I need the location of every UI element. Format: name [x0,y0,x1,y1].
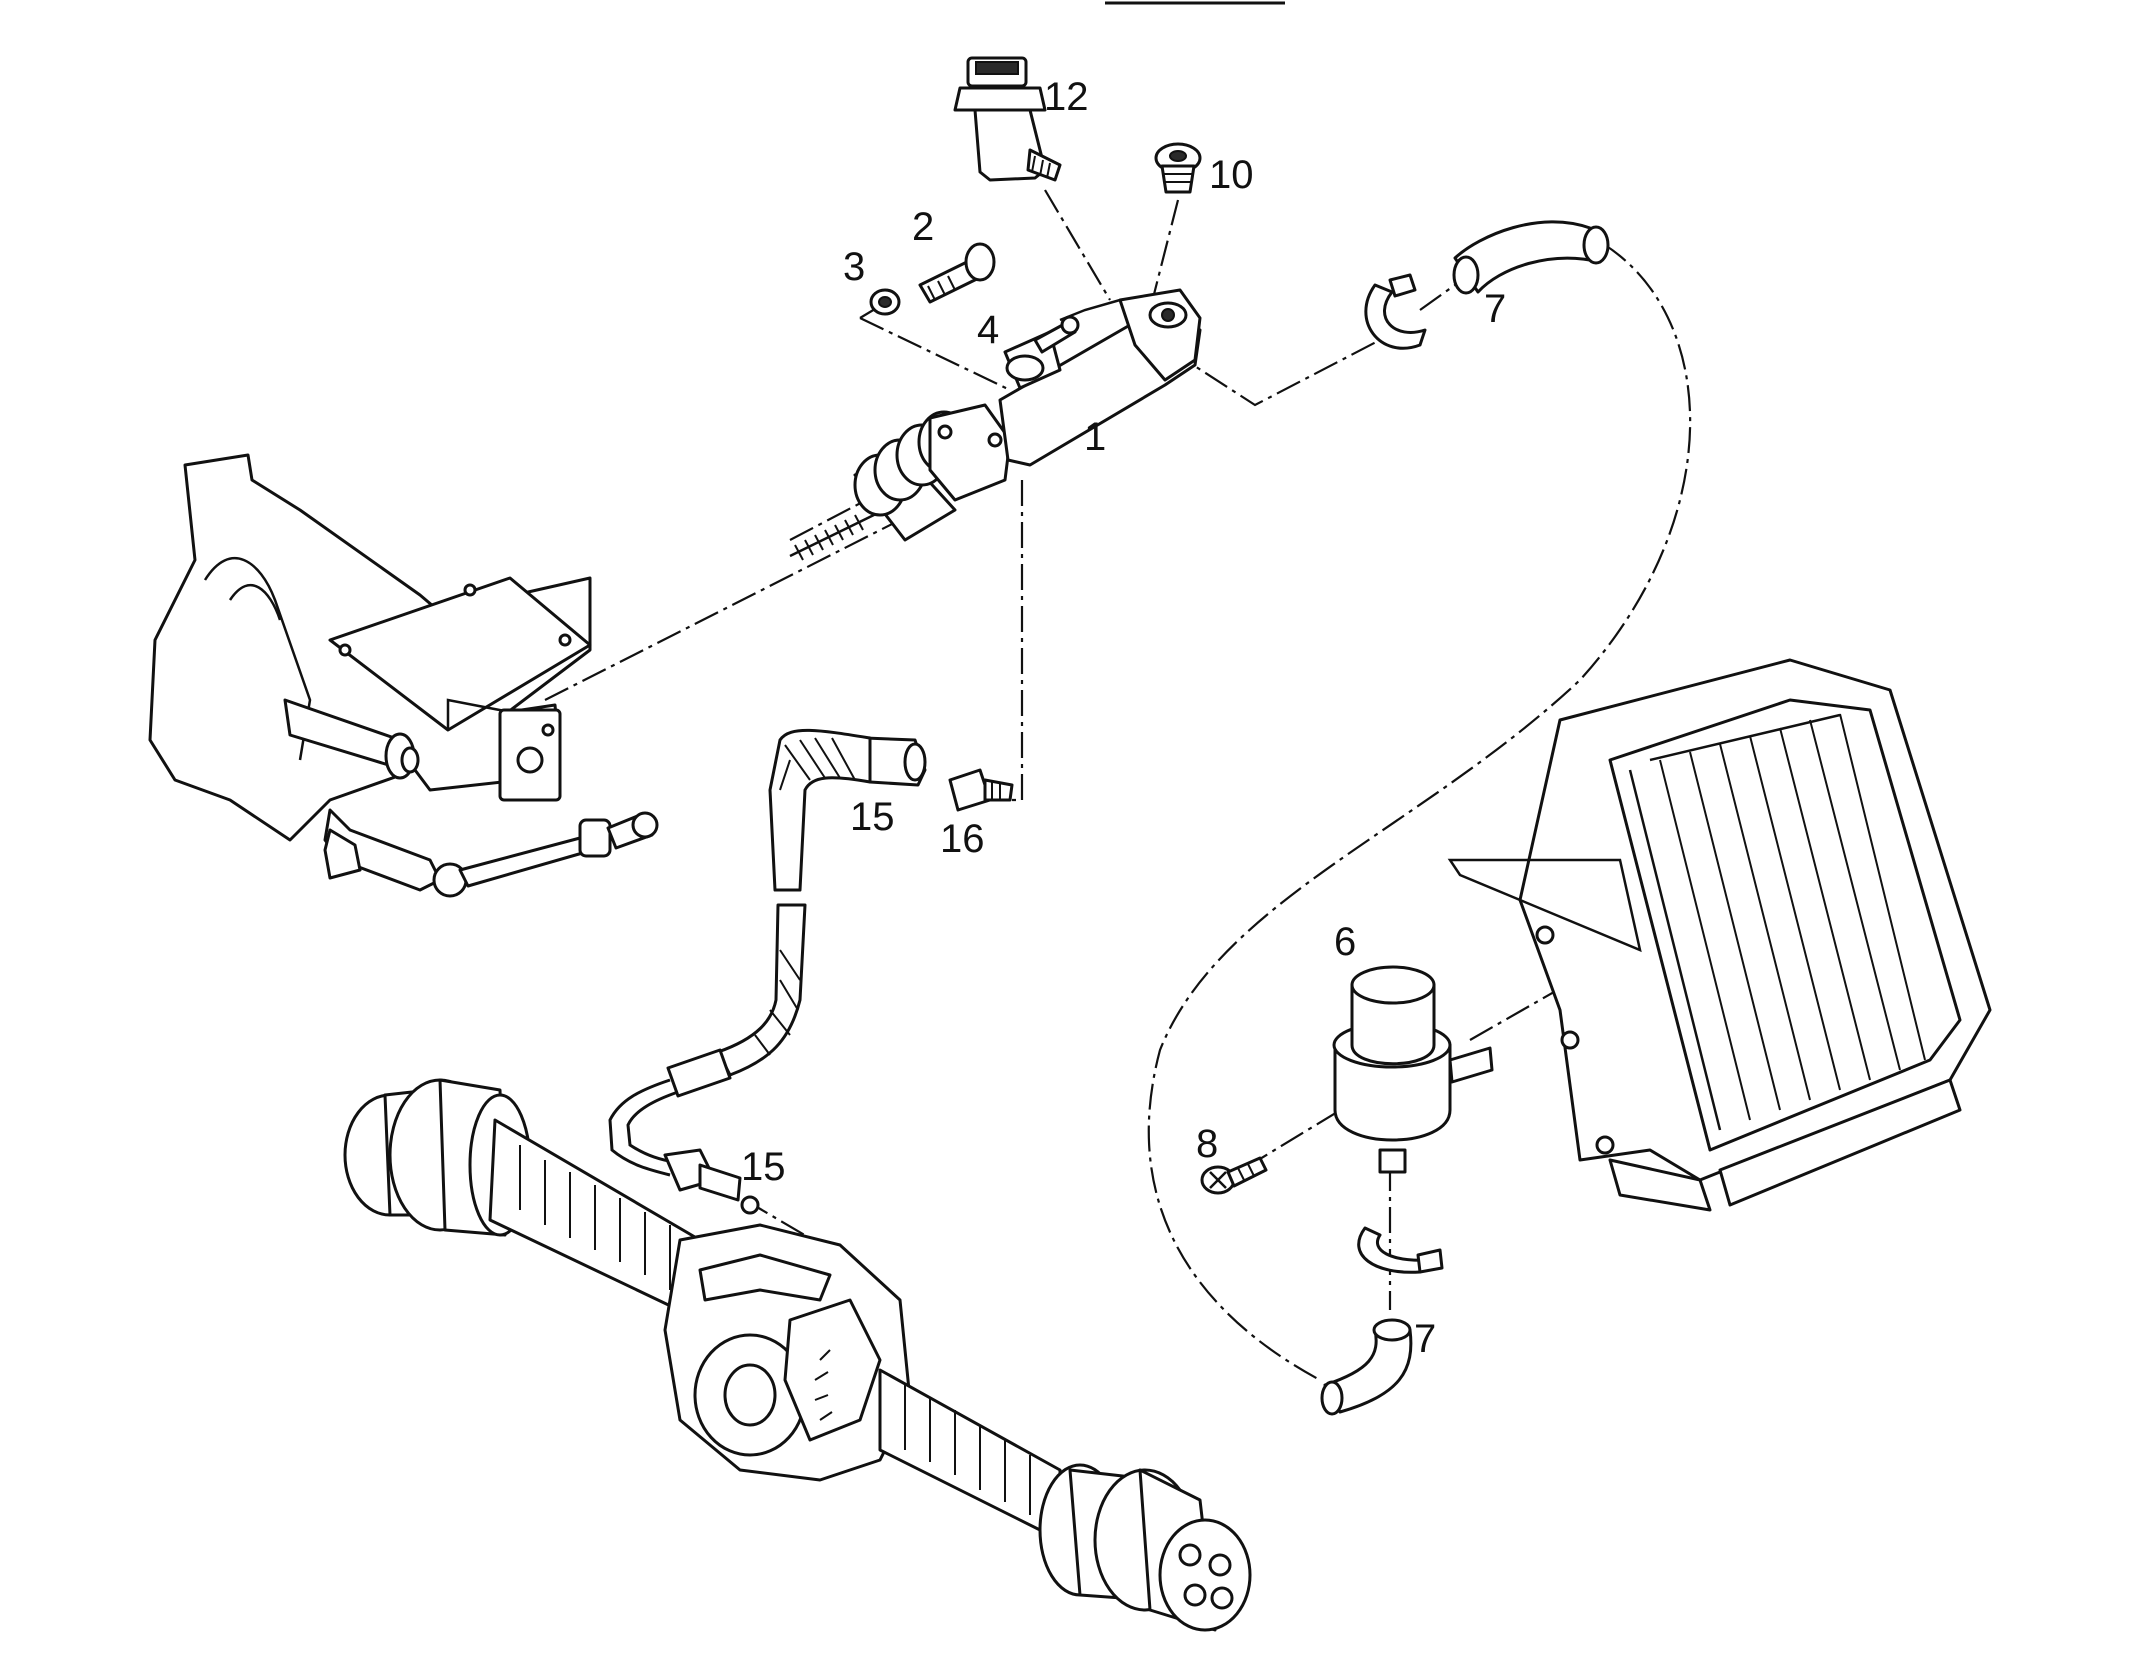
callout-1: 1 [1084,415,1106,459]
fitting-15-lower [663,1148,760,1215]
callout-10: 10 [1209,153,1254,197]
clip-7-lower [1357,1226,1444,1274]
callout-7-lower: 7 [1414,1317,1436,1361]
callout-labels: 1 2 3 4 6 7 7 8 10 12 15 15 16 [741,75,1506,1361]
drive-axle [343,1078,1252,1632]
callout-8: 8 [1196,1122,1218,1166]
callout-6: 6 [1334,920,1356,964]
fitting-16 [948,768,1014,812]
oil-cooler [1447,658,1992,1212]
hydraulic-hose [608,728,872,1177]
assembly-leaders [544,189,1692,1381]
callout-16: 16 [940,817,985,861]
plug-10 [1154,142,1202,194]
callout-2: 2 [912,205,934,249]
clip-7-upper [1364,273,1427,350]
bolt-2 [918,242,996,304]
callout-4: 4 [977,308,999,352]
nut-15-upper [856,736,927,787]
callout-7-upper: 7 [1484,287,1506,331]
pressure-switch-12 [953,56,1062,182]
hose-7-upper [1452,220,1610,295]
screw-8 [1200,1156,1268,1195]
callout-15-upper: 15 [850,795,895,839]
hose-7-lower [1320,1318,1413,1416]
reservoir-6 [1332,965,1494,1174]
master-cylinder [789,288,1202,561]
callout-3: 3 [843,245,865,289]
callout-15-lower: 15 [741,1145,786,1189]
callout-12: 12 [1044,75,1089,119]
washer-3 [869,288,901,316]
pedal-assembly [148,453,659,898]
